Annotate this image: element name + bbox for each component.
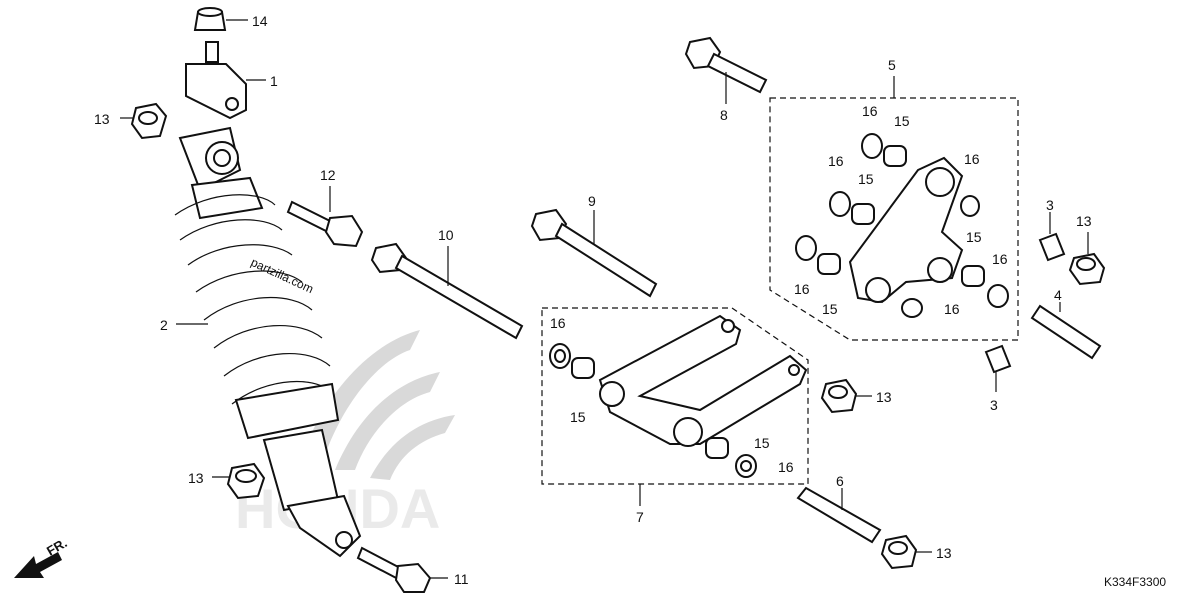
part-3-collar-bottom [984, 344, 1012, 374]
bearing-16-top [861, 133, 883, 159]
callout-16-d: 16 [992, 251, 1008, 267]
figure-code: K334F3300 [1104, 575, 1166, 589]
part-5-bell-crank [848, 156, 964, 304]
part-3-collar-top [1038, 232, 1066, 262]
callout-16-a: 16 [862, 103, 878, 119]
callout-3-top: 3 [1046, 197, 1054, 213]
callout-13-lower-left: 13 [188, 470, 204, 486]
part-9-bolt [530, 208, 658, 298]
callout-13-right: 13 [1076, 213, 1092, 229]
part-13-nut-lower-left [226, 462, 266, 500]
bearing-15-right [705, 437, 729, 459]
callout-9: 9 [588, 193, 596, 209]
part-4-pin [1030, 304, 1102, 360]
watermark-wing-logo [300, 330, 455, 480]
callout-16-e: 16 [794, 281, 810, 297]
callout-10: 10 [438, 227, 454, 243]
callout-2: 2 [160, 317, 168, 333]
part-11-bolt [356, 546, 432, 593]
part-6-pin [796, 486, 882, 544]
front-direction-label: FR. [44, 535, 70, 558]
front-arrow-icon [14, 552, 62, 578]
callout-8: 8 [720, 107, 728, 123]
part-13-nut-right [1068, 252, 1106, 286]
part-8-bolt [684, 36, 768, 94]
callout-16-h: 16 [778, 459, 794, 475]
part-7-assembly-outline [541, 307, 809, 485]
bearing-15-mid-left [851, 203, 875, 225]
callout-3-bottom: 3 [990, 397, 998, 413]
callout-12: 12 [320, 167, 336, 183]
callout-15-b: 15 [858, 171, 874, 187]
part-10-long-bolt [370, 242, 524, 340]
bearing-16-right-top [960, 195, 980, 217]
part-13-nut-top-left [130, 102, 168, 140]
watermark-site: partzilla.com [249, 255, 316, 296]
part-5-assembly-outline [769, 97, 1019, 341]
part-1-upper-mount [185, 41, 247, 120]
bearing-16-right-mid [987, 284, 1009, 308]
callout-16-f: 16 [944, 301, 960, 317]
part-13-nut-mid [820, 378, 858, 414]
callout-7: 7 [636, 509, 644, 525]
bearing-16-mid-left [829, 191, 851, 217]
callout-14: 14 [252, 13, 268, 29]
callout-15-a: 15 [894, 113, 910, 129]
callout-15-f: 15 [754, 435, 770, 451]
callout-5: 5 [888, 57, 896, 73]
callout-13-bottom: 13 [936, 545, 952, 561]
callout-1: 1 [270, 73, 278, 89]
bearing-15-low-left [817, 253, 841, 275]
callout-16-c: 16 [964, 151, 980, 167]
bearing-16-left [549, 343, 571, 369]
part-2-shock-absorber [174, 126, 362, 558]
part-13-nut-bottom [880, 534, 918, 570]
callout-15-e: 15 [570, 409, 586, 425]
callout-16-g: 16 [550, 315, 566, 331]
callout-15-d: 15 [822, 301, 838, 317]
callout-13-mid: 13 [876, 389, 892, 405]
bearing-15-right-mid [961, 265, 985, 287]
bearing-15-left [571, 357, 595, 379]
callouts: 14 1 13 12 10 2 13 11 9 8 5 16 15 16 15 … [94, 13, 1092, 587]
callout-15-c: 15 [966, 229, 982, 245]
callout-13-top-left: 13 [94, 111, 110, 127]
part-7-link-arm [598, 314, 808, 447]
front-direction-indicator: FR. [14, 535, 70, 578]
callout-4: 4 [1054, 287, 1062, 303]
bearing-16-bottom [901, 298, 923, 318]
bearing-15-top [883, 145, 907, 167]
part-14-nut [193, 7, 227, 31]
callout-16-b: 16 [828, 153, 844, 169]
bearing-16-right [735, 454, 757, 478]
callout-11: 11 [454, 571, 469, 587]
bearing-16-low-left [795, 235, 817, 261]
callout-6: 6 [836, 473, 844, 489]
part-12-bolt [286, 200, 364, 248]
